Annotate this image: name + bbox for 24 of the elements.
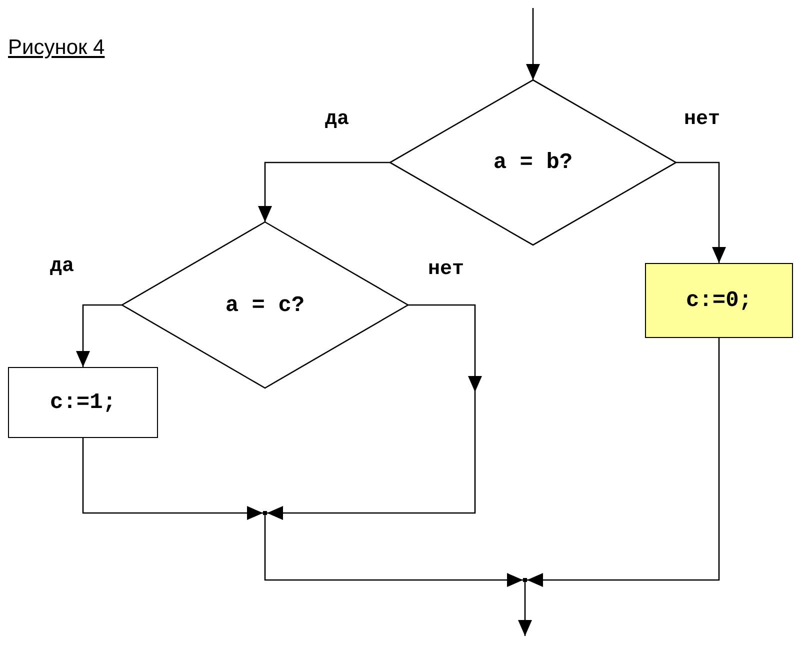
- arrow: [82, 438, 263, 520]
- edge-label: нет: [684, 108, 720, 131]
- arrow: [518, 582, 532, 636]
- edge-label: нет: [428, 258, 464, 281]
- arrow: [527, 338, 720, 587]
- arrow: [264, 515, 523, 587]
- decision-diamond: [122, 222, 408, 388]
- node-text: a = b?: [493, 150, 573, 175]
- decision-diamond: [390, 80, 676, 245]
- process-box: [8, 367, 158, 438]
- junction-point: [523, 578, 527, 582]
- arrow: [267, 304, 476, 520]
- node-text: c:=0;: [686, 288, 752, 313]
- figure-title: Рисунок 4: [8, 36, 105, 60]
- node-text: a = c?: [225, 292, 305, 318]
- process-box: [645, 263, 793, 338]
- arrow: [258, 162, 390, 222]
- arrow: [676, 162, 726, 263]
- arrow: [526, 8, 540, 80]
- junction-point: [263, 511, 267, 515]
- edge-label: да: [325, 108, 350, 131]
- edge-label: да: [50, 255, 74, 278]
- arrow: [76, 304, 122, 367]
- node-text: c:=1;: [50, 390, 116, 415]
